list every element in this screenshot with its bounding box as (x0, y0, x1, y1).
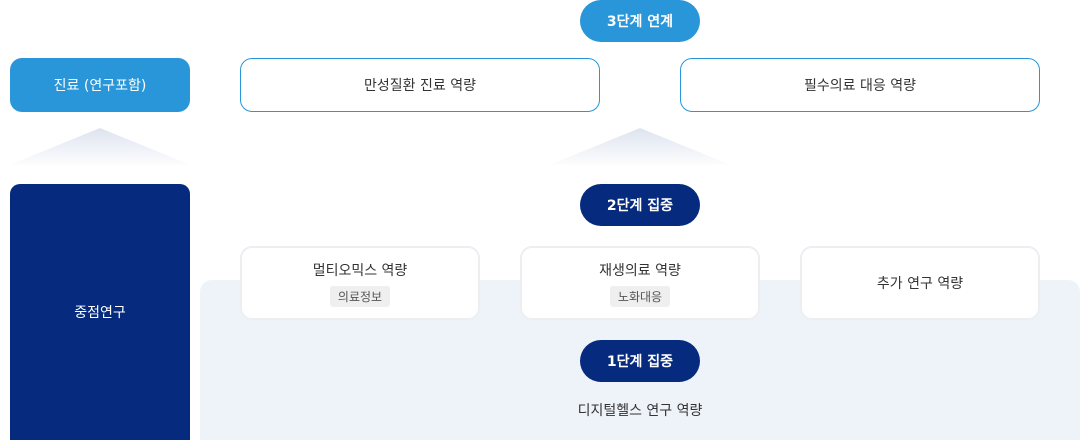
card-title: 멀티오믹스 역량 (312, 262, 408, 279)
stage2-badge: 2단계 집중 (580, 184, 700, 226)
chronic-disease-box: 만성질환 진료 역량 (240, 58, 600, 112)
focus-research-box: 중점연구 (10, 184, 190, 440)
left-arrow-up-icon (10, 128, 190, 165)
regenerative-card: 재생의료 역량 노화대응 (520, 246, 760, 320)
multiomics-card: 멀티오믹스 역량 의료정보 (240, 246, 480, 320)
card-tag: 노화대응 (609, 285, 671, 307)
stage1-badge: 1단계 집중 (580, 340, 700, 382)
clinical-box: 진료 (연구포함) (10, 58, 190, 112)
essential-care-box: 필수의료 대응 역량 (680, 58, 1040, 112)
stage3-badge: 3단계 연계 (580, 0, 700, 42)
digital-health-caption: 디지털헬스 연구 역량 (577, 403, 703, 419)
center-arrow-up-icon (550, 128, 730, 165)
card-title: 추가 연구 역량 (876, 276, 964, 292)
additional-research-card: 추가 연구 역량 (800, 246, 1040, 320)
card-tag: 의료정보 (329, 285, 391, 307)
card-title: 재생의료 역량 (599, 262, 681, 279)
